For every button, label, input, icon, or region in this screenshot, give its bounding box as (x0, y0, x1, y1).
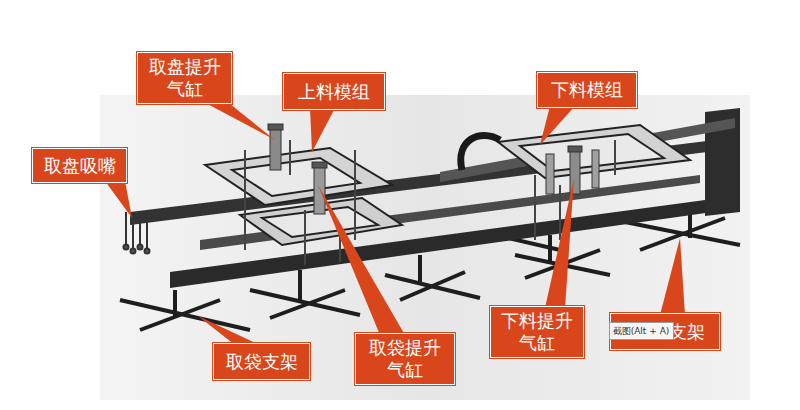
callout-box: 下料模组 (537, 72, 637, 108)
callout-box: 取袋支架 (213, 343, 310, 380)
main-rails (130, 108, 740, 288)
callout-label: 取盘提升 气缸 (145, 56, 224, 100)
callout-label: 取盘吸嘴 (44, 155, 116, 177)
callout-label: 下料提升 气缸 (497, 310, 576, 354)
callout-box: 取盘吸嘴 (32, 148, 127, 183)
callout-box: 取袋提升 气缸 (355, 333, 455, 385)
render-background (100, 95, 750, 400)
callout-label: 下料模组 (551, 79, 623, 101)
callout-label: 取袋提升 气缸 (365, 337, 444, 381)
callout-box: 上料模组 (283, 73, 385, 110)
callout-pointers (105, 100, 685, 345)
loading-module (205, 148, 402, 245)
tooltip-text: 截图(Alt + A) (613, 325, 670, 337)
callout-box: 下料提升 气缸 (490, 306, 584, 358)
tray-suction-nozzles (124, 212, 150, 254)
callout-box: 取盘提升 气缸 (137, 52, 232, 104)
callout-label: 取袋支架 (226, 351, 298, 373)
screenshot-tooltip: 截图(Alt + A) (609, 322, 674, 340)
callout-label: 支架 (669, 321, 705, 343)
callout-label: 上料模组 (298, 81, 370, 103)
